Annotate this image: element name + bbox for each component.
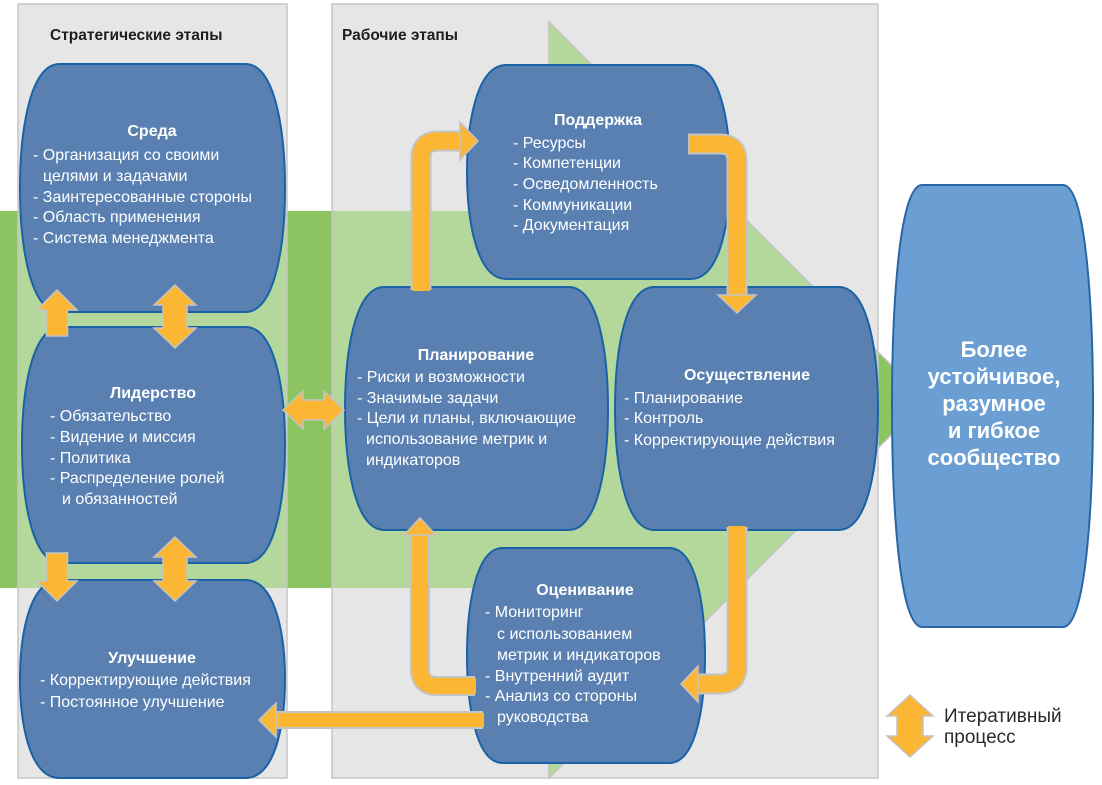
stage-item: - Внутренний аудит [485,668,630,685]
stage-support-shape [465,64,732,280]
stage-evaluation: Оценивание - Мониторинг с использованием… [485,582,661,726]
stage-title: Осуществление [684,367,810,384]
arrow-head-icon [402,516,438,536]
stage-item: - Анализ со стороны [485,688,637,705]
stage-item: - Коммуникации [513,197,632,214]
outcome-line: разумное [942,391,1046,416]
stage-item: - Корректирующие действия [624,432,835,449]
stage-item: целями и задачами [43,168,187,185]
stage-title: Планирование [418,347,535,364]
stage-item: - Область применения [33,209,201,226]
stage-item: метрик и индикаторов [497,647,661,664]
legend-label: процесс [944,727,1016,748]
stage-item: - Обязательство [50,408,171,425]
stage-planning: Планирование - Риски и возможности - Зна… [357,347,576,469]
stage-item: - Мониторинг [485,604,584,621]
stage-item: - Видение и миссия [50,429,196,446]
iterative-arrow-leadership-improvement [152,535,198,603]
iterative-arrow-leadership-planning [281,389,346,431]
iterative-arrow-context-leadership [152,283,198,350]
arrow-head-icon [257,701,277,739]
legend-label: Итеративный [944,706,1062,727]
strategic-panel-title: Стратегические этапы [50,27,222,44]
arrow-planning-to-support [410,120,480,291]
stage-item: - Риски и возможности [357,369,525,386]
stage-item: руководства [497,709,589,726]
arrow-head-icon [679,664,699,704]
stage-leadership: Лидерство - Обязательство - Видение и ми… [50,385,225,508]
stage-item: - Контроль [624,410,703,427]
stage-title: Поддержка [554,112,642,129]
stage-leadership-shape [20,326,287,564]
stage-context: Среда - Организация со своими целями и з… [33,123,252,247]
stage-item: - Система менеджмента [33,230,214,247]
outcome-line: и гибкое [948,418,1040,443]
stage-item: с использованием [497,626,632,643]
arrow-support-to-operation [688,133,758,315]
arrow-head-icon [716,294,758,315]
stage-item: - Осведомленность [513,176,658,193]
arrow-head-icon [459,120,480,162]
stage-item: - Организация со своими [33,147,219,164]
arrow-leadership-to-improvement [35,552,79,603]
stage-item: и обязанностей [62,491,178,508]
flow-arrows [35,120,758,739]
stage-item: - Распределение ролей [50,470,225,487]
outcome-line: устойчивое, [928,364,1061,389]
stage-title: Среда [127,123,176,140]
outcome-line: Более [961,337,1028,362]
operational-panel-title: Рабочие этапы [342,27,458,44]
legend: Итеративный процесс [885,693,1062,759]
arrow-evaluation-to-improvement [257,701,484,739]
double-arrow-vertical-icon [885,693,935,759]
stage-operation-shape [613,286,880,531]
stage-item: - Заинтересованные стороны [33,189,252,206]
stage-item: - Политика [50,450,131,467]
stage-title: Лидерство [110,385,196,402]
stage-item: - Ресурсы [513,135,586,152]
stage-improvement: Улучшение - Корректирующие действия - По… [40,650,251,711]
arrow-operation-to-evaluation [679,526,748,704]
stage-context-shape [18,63,287,313]
stage-title: Улучшение [108,650,196,667]
stage-support: Поддержка - Ресурсы - Компетенции - Осве… [513,112,658,234]
stage-item: использование метрик и [366,431,547,448]
stage-item: индикаторов [366,452,460,469]
stage-item: - Значимые задачи [357,390,498,407]
stage-item: - Планирование [624,390,743,407]
outcome-shape [890,184,1095,628]
arrow-evaluation-to-planning [402,516,476,696]
stage-item: - Постоянное улучшение [40,694,225,711]
stage-title: Оценивание [536,582,634,599]
stage-item: - Цели и планы, включающие [357,410,576,427]
stage-evaluation-shape [465,547,707,764]
stage-item: - Корректирующие действия [40,672,251,689]
arrow-leadership-to-context [35,288,79,337]
outcome: Более устойчивое, разумное и гибкое сооб… [928,337,1061,470]
stage-item: - Компетенции [513,155,621,172]
stage-operation: Осуществление - Планирование - Контроль … [624,367,835,449]
stage-improvement-shape [18,579,287,779]
stage-item: - Документация [513,217,629,234]
stage-planning-shape [343,286,610,531]
outcome-line: сообщество [928,445,1061,470]
